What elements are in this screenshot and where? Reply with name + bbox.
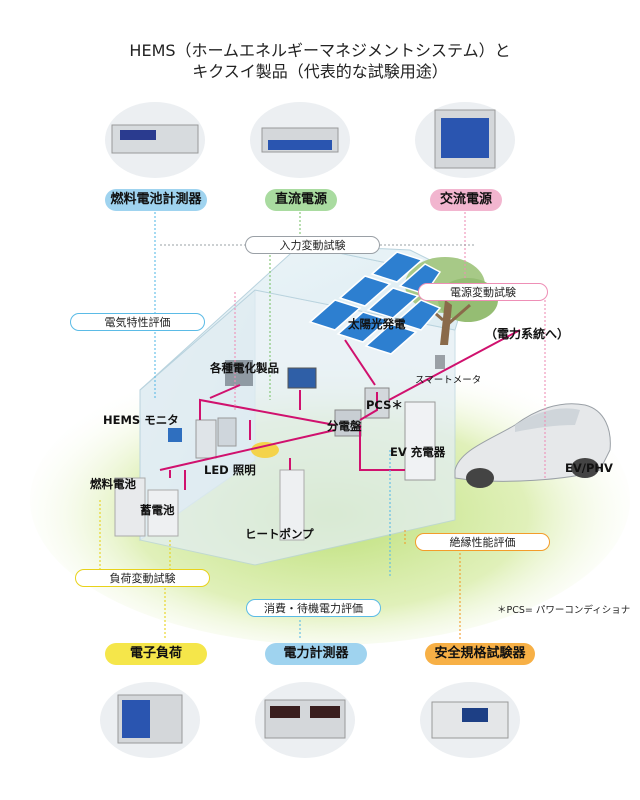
fuel-cell-box (114, 477, 146, 537)
product-electronic-load: 電子負荷 (105, 643, 207, 665)
heat-pump-box (279, 469, 305, 541)
label-pcs: PCS＊ (366, 398, 403, 412)
photo-safety-tester (420, 682, 520, 758)
title-line2: キクスイ製品（代表的な試験用途） (192, 62, 448, 81)
label-ev-phv: EV/PHV (565, 461, 613, 475)
label-distribution-board: 分電盤 (327, 419, 362, 433)
leader-load-test (99, 500, 171, 640)
ev-car-illustration (454, 403, 611, 488)
smart-meter-box (435, 355, 445, 369)
label-appliances: 各種電化製品 (210, 361, 279, 375)
house-wiring (159, 329, 521, 490)
photo-ac-supply (415, 102, 515, 178)
test-electrical-evaluation: 電気特性評価 (70, 313, 205, 331)
footnote-pcs: ＊PCS= パワーコンディショナ (497, 605, 631, 616)
test-input-variation: 入力変動試験 (245, 236, 380, 254)
fridge (195, 419, 217, 459)
label-solar: 太陽光発電 (348, 317, 406, 331)
test-insulation-evaluation: 絶縁性能評価 (415, 533, 550, 551)
label-hems-monitor: HEMS モニタ (103, 413, 179, 427)
title-line1: HEMS（ホームエネルギーマネジメントシステム）と (129, 41, 511, 60)
product-power-meter: 電力計測器 (265, 643, 367, 665)
product-ac-power-supply: 交流電源 (430, 189, 502, 211)
test-power-variation: 電源変動試験 (418, 283, 548, 301)
tv-screen (287, 367, 317, 389)
appliance-box (225, 360, 253, 386)
leader-dc-supply (269, 212, 301, 400)
product-safety-tester: 安全規格試験器 (425, 643, 535, 665)
photo-dc-supply (250, 102, 350, 178)
label-smart-meter: スマートメータ (415, 375, 482, 386)
product-dc-power-supply: 直流電源 (265, 189, 337, 211)
label-ev-charger: EV 充電器 (390, 445, 446, 459)
label-heat-pump: ヒートポンプ (245, 527, 314, 541)
test-consumption-standby: 消費・待機電力評価 (246, 599, 381, 617)
solar-panels (308, 251, 442, 355)
photo-power-meter (255, 682, 355, 758)
label-battery: 蓄電池 (140, 503, 175, 517)
test-load-variation: 負荷変動試験 (75, 569, 210, 587)
leader-safety (404, 530, 461, 640)
photo-electronic-load (100, 682, 200, 758)
photo-fuel-cell-meter (105, 102, 205, 178)
hems-monitor-box (168, 428, 182, 442)
label-fuel-cell: 燃料電池 (90, 477, 136, 491)
leader-power-meter (299, 450, 391, 640)
product-fuel-cell-meter: 燃料電池計測器 (105, 189, 207, 211)
leader-ac-supply (234, 212, 546, 480)
distribution-board-box (334, 409, 362, 437)
label-led-lighting: LED 照明 (204, 463, 256, 477)
battery-box (147, 489, 179, 537)
label-grid: （電力系統へ） (485, 327, 570, 341)
ev-charger-box (404, 401, 436, 481)
washer (217, 417, 237, 447)
led-light (251, 442, 279, 458)
